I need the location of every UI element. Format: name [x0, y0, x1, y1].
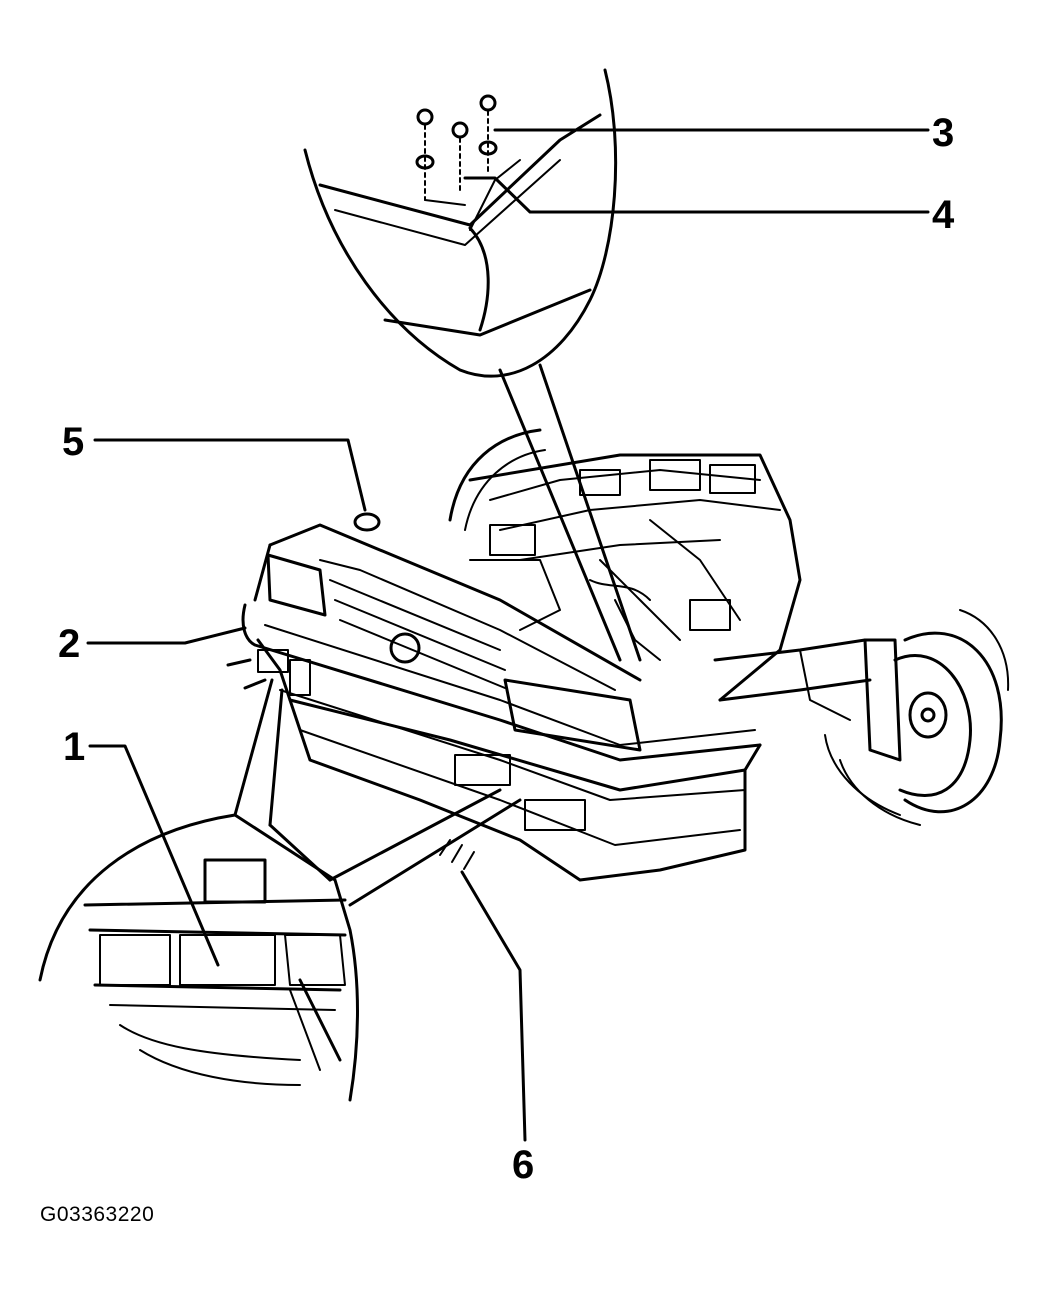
figure-code: G03363220	[40, 1203, 155, 1226]
front-bumper-assembly	[226, 512, 762, 882]
bolt-icon	[478, 94, 498, 176]
bottom-detail-inset	[38, 678, 522, 1102]
wheel-hub	[824, 609, 1010, 826]
bolt-icon	[415, 108, 435, 201]
callout-4: 4	[932, 193, 955, 237]
callout-5: 5	[62, 420, 84, 464]
callout-3: 3	[932, 111, 954, 155]
bolt-icon	[451, 121, 469, 191]
callout-1: 1	[63, 725, 85, 769]
callout-leaders	[86, 438, 527, 1142]
callout-6: 6	[512, 1143, 534, 1187]
engine-bay	[448, 428, 872, 721]
top-detail-inset	[303, 68, 930, 378]
callout-2: 2	[58, 622, 80, 666]
